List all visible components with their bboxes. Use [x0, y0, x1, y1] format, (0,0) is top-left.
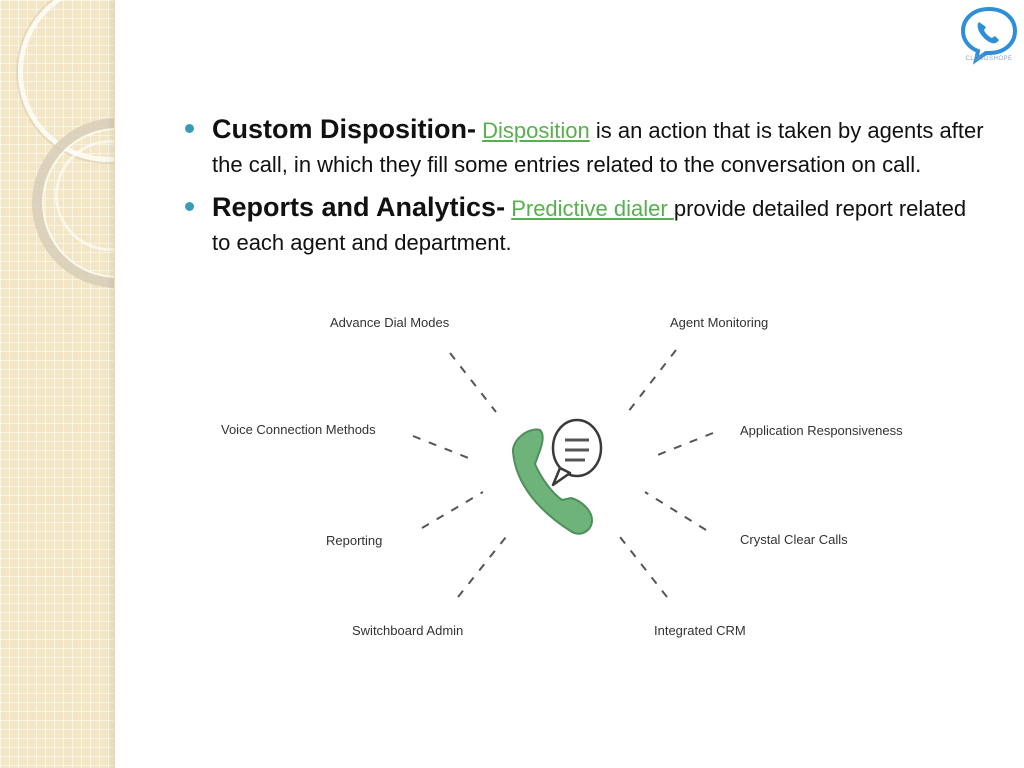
bullet-term: Custom Disposition- — [212, 114, 476, 144]
bullet-term: Reports and Analytics- — [212, 192, 506, 222]
label-integrated-crm: Integrated CRM — [654, 623, 746, 638]
connector-line — [412, 435, 477, 462]
logo-text: CLOUDSHOPE — [965, 56, 1013, 62]
bullet-text: is an action that is taken by agents aft… — [212, 118, 984, 177]
decorative-side-strip — [0, 0, 115, 768]
bullet-text: provide detailed report related to each … — [212, 196, 967, 255]
label-crystal-clear-calls: Crystal Clear Calls — [740, 532, 848, 547]
disposition-link[interactable]: Disposition — [482, 118, 590, 143]
phone-with-chat-icon — [512, 418, 603, 535]
bullet-dot — [185, 124, 194, 133]
label-agent-monitoring: Agent Monitoring — [670, 315, 769, 330]
label-voice-connection-methods: Voice Connection Methods — [221, 422, 376, 437]
connector-line — [457, 536, 507, 598]
connector-line — [619, 536, 668, 598]
connector-line — [449, 352, 497, 413]
connector-line — [644, 491, 707, 531]
label-switchboard-admin: Switchboard Admin — [352, 623, 464, 638]
label-application-responsiveness: Application Responsiveness — [740, 423, 903, 438]
connector-line — [649, 432, 714, 459]
bullet-reports-analytics: Reports and Analytics- Predictive dialer… — [185, 190, 985, 260]
phone-chat-bubble-icon — [960, 6, 1018, 65]
bullet-custom-disposition: Custom Disposition- Disposition is an ac… — [185, 112, 985, 182]
label-reporting: Reporting — [326, 533, 383, 548]
predictive-dialer-link[interactable]: Predictive dialer — [511, 196, 674, 221]
connector-line — [627, 349, 677, 413]
bullet-list: Custom Disposition- Disposition is an ac… — [185, 112, 985, 268]
connector-line — [421, 491, 484, 529]
label-advance-dial-modes: Advance Dial Modes — [330, 315, 450, 330]
bullet-dot — [185, 202, 194, 211]
